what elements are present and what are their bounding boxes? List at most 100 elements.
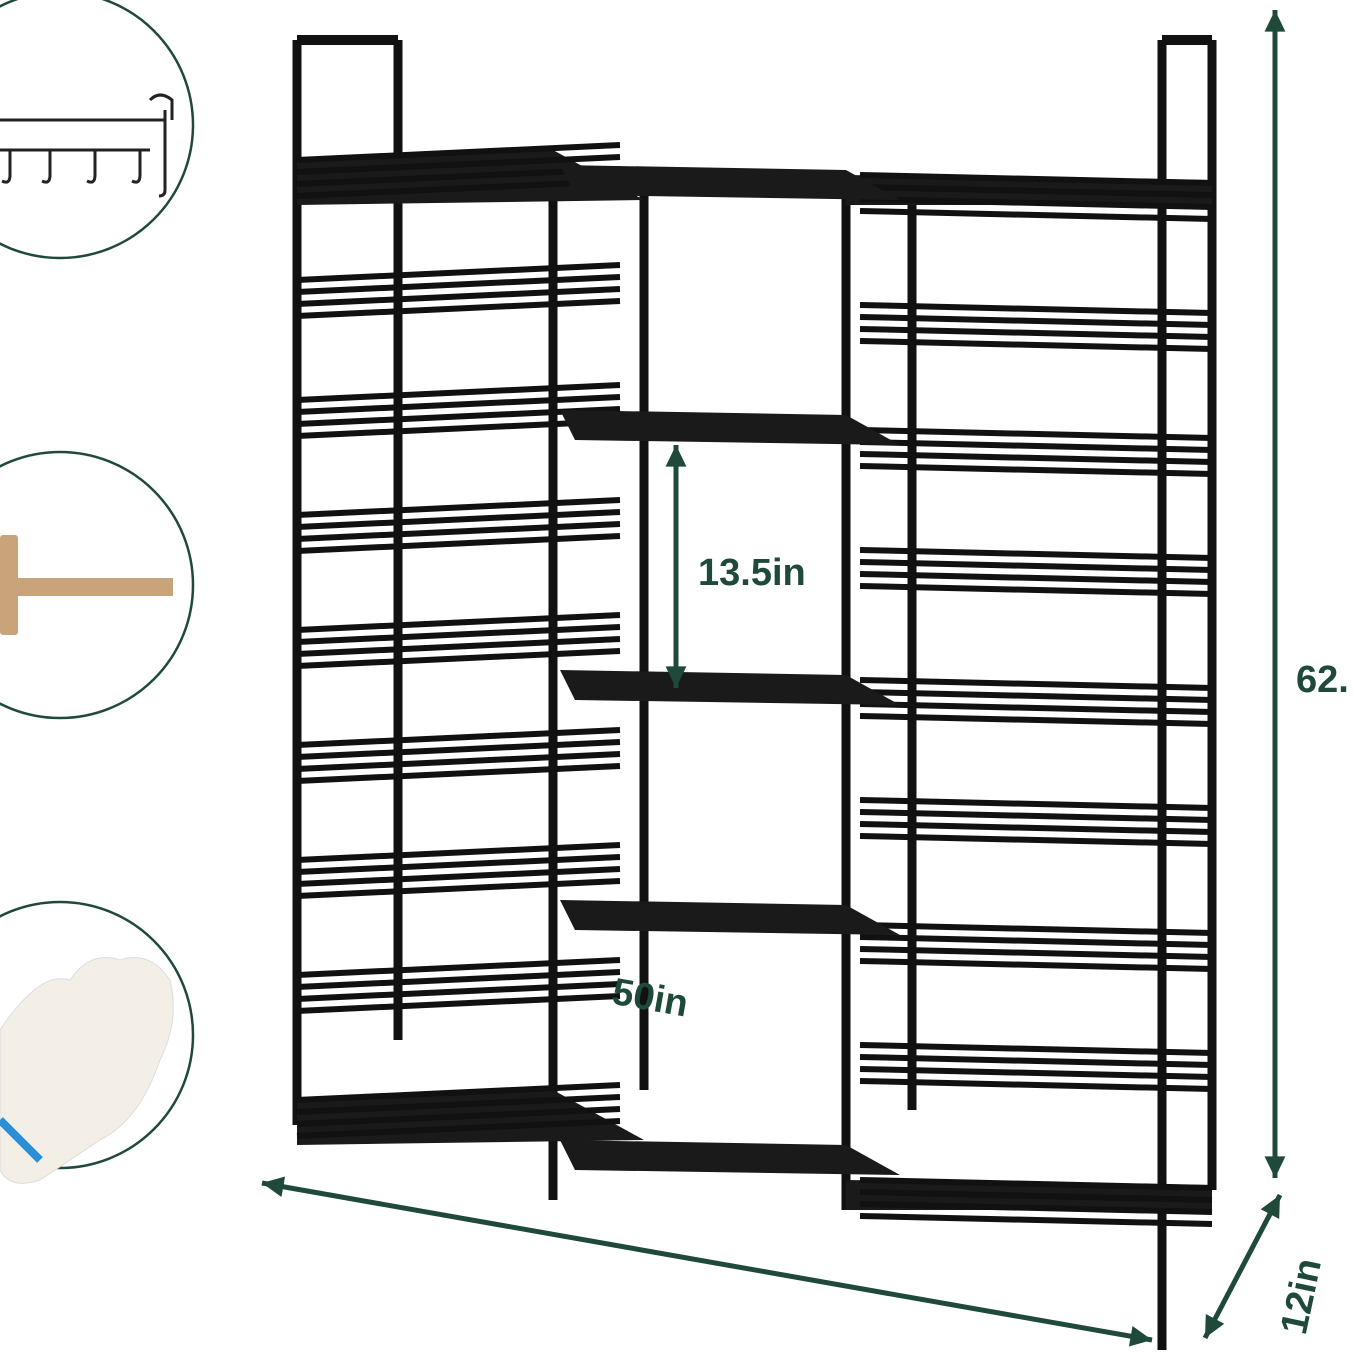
shelf-bar xyxy=(296,1106,621,1127)
shelf-bar xyxy=(859,1189,1213,1203)
arrow-line xyxy=(1202,1193,1283,1340)
shelf-bar xyxy=(859,934,1213,948)
shelf-bar xyxy=(859,1042,1213,1056)
arrow-head xyxy=(1264,10,1286,32)
shelf-bar xyxy=(296,394,621,415)
shelf-bar xyxy=(859,314,1213,328)
shelf-bar xyxy=(859,427,1213,441)
left-shelf xyxy=(296,142,644,205)
shelf-bar xyxy=(859,833,1213,847)
shelf-bar xyxy=(296,842,621,863)
shelf-bar xyxy=(296,262,621,283)
shelf-bar xyxy=(859,1201,1213,1215)
middle-shelf xyxy=(560,1140,900,1175)
shelf-bar xyxy=(859,1054,1213,1068)
arrow-head xyxy=(665,666,687,688)
dimension-arrow xyxy=(665,445,687,688)
middle-shelf xyxy=(560,165,900,200)
arrow-head xyxy=(1205,1314,1225,1338)
shelf-bar xyxy=(296,739,621,760)
middle-shelf xyxy=(560,410,900,445)
shelf-bar xyxy=(859,172,1213,186)
shelf-bar xyxy=(859,1066,1213,1080)
left-shelf xyxy=(296,957,621,1014)
right-shelf xyxy=(859,797,1213,847)
shelf-bar xyxy=(859,571,1213,585)
middle-shelf xyxy=(560,900,900,935)
dimension-arrow xyxy=(1264,10,1286,1178)
right-shelf xyxy=(859,922,1213,972)
hook-rack-icon xyxy=(0,93,174,198)
shelf-bar xyxy=(859,821,1213,835)
shelf-bar xyxy=(296,274,621,295)
shelf-bar xyxy=(859,922,1213,936)
left-shelf xyxy=(296,727,621,784)
shelf-bar xyxy=(859,958,1213,972)
shelf-bar xyxy=(296,866,621,887)
shelf-bar xyxy=(296,509,621,530)
shelf-bar xyxy=(859,559,1213,573)
left-shelf xyxy=(296,497,621,554)
left-shelf xyxy=(296,842,621,899)
shelf-bar xyxy=(296,969,621,990)
shelf-bar xyxy=(296,382,621,403)
shelf-bar xyxy=(296,154,621,175)
shelf-bar xyxy=(859,196,1213,210)
right-shelf xyxy=(846,172,1213,222)
shelf-bar xyxy=(859,1078,1213,1092)
shelf-bar xyxy=(296,727,621,748)
hook xyxy=(131,150,142,184)
left-shelf xyxy=(296,262,621,319)
middle-shelf xyxy=(560,670,900,705)
shelf-bar xyxy=(859,208,1213,222)
shelf-bar xyxy=(859,463,1213,477)
shelf-bar xyxy=(296,981,621,1002)
right-shelf xyxy=(859,302,1213,352)
hook xyxy=(1,150,12,184)
hook xyxy=(41,150,52,184)
shelf-bar xyxy=(859,184,1213,198)
shelf-bar xyxy=(296,993,621,1014)
shelf-bar xyxy=(859,1213,1213,1227)
right-shelf xyxy=(846,1177,1213,1227)
right-shelf xyxy=(859,1042,1213,1092)
shelf-bar xyxy=(859,677,1213,691)
shelf-bar xyxy=(296,298,621,319)
hook xyxy=(86,150,97,184)
shelf-bar xyxy=(296,957,621,978)
shelf-bar xyxy=(296,533,621,554)
mallet-head xyxy=(0,535,18,635)
left-shelf xyxy=(296,612,621,669)
shelf-bar xyxy=(296,286,621,307)
shelf-bar xyxy=(296,142,621,163)
shelf-bar xyxy=(296,751,621,772)
right-shelf xyxy=(859,427,1213,477)
shelf-bar xyxy=(859,713,1213,727)
shelf-bar xyxy=(296,648,621,669)
right-shelf xyxy=(859,547,1213,597)
shelf-bar xyxy=(859,439,1213,453)
shelf-bar xyxy=(296,497,621,518)
shelf-bar xyxy=(859,302,1213,316)
left-shelf xyxy=(296,1082,644,1145)
shelf-bar xyxy=(859,547,1213,561)
shelf-bar xyxy=(859,946,1213,960)
dimension-arrow xyxy=(1202,1193,1283,1340)
glove-shape xyxy=(0,957,174,1184)
shelf-bar xyxy=(859,701,1213,715)
shelf-bar xyxy=(296,624,621,645)
arrow-line xyxy=(261,1180,1153,1343)
accessory-circle xyxy=(0,0,195,260)
dimension-arrow xyxy=(261,1176,1153,1347)
shelf-bar xyxy=(859,583,1213,597)
shelf-bar xyxy=(296,178,621,199)
hook-bar xyxy=(0,93,174,198)
shelf-bar xyxy=(296,878,621,899)
right-shelf xyxy=(859,677,1213,727)
mallet-handle xyxy=(18,578,173,596)
arrow-head xyxy=(1260,1195,1280,1219)
shelf-bar xyxy=(296,418,621,439)
arrow-head xyxy=(1128,1325,1152,1347)
